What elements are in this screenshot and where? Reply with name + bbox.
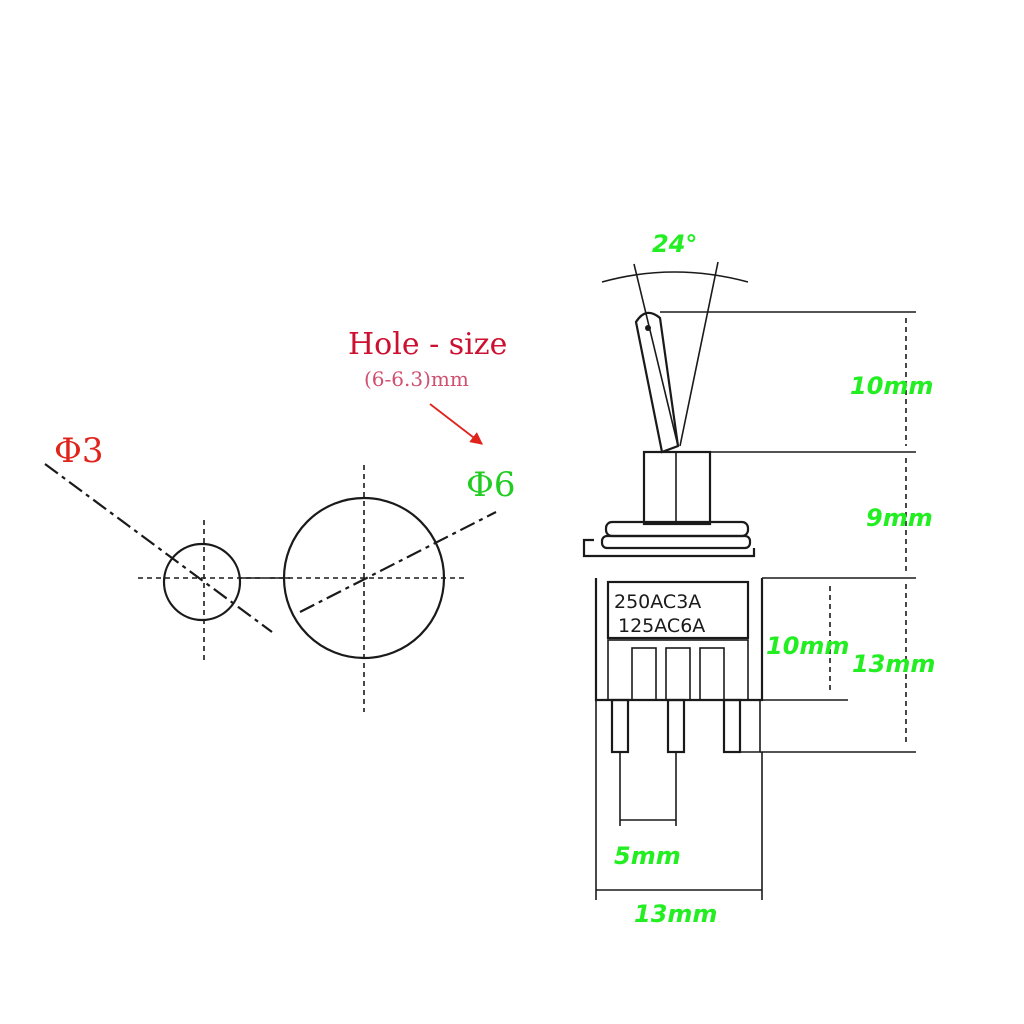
rating-line-2: 125AC6A — [618, 615, 705, 637]
angle-label: 24° — [652, 230, 697, 258]
pin-housing-slot-1 — [631, 647, 657, 701]
angle-arc — [601, 271, 749, 283]
pin-housing-slot-2 — [665, 647, 691, 701]
large-hole-leader — [299, 511, 497, 613]
hole-diagrams — [44, 463, 497, 712]
body-height-label: 10mm — [766, 632, 849, 660]
lever — [634, 311, 680, 454]
small-hole-leader — [44, 463, 273, 633]
pin-3-bracket — [740, 700, 761, 753]
hole-size-title: Hole - size — [348, 327, 507, 362]
lever-pivot-dot — [645, 325, 651, 331]
bushing — [642, 450, 712, 526]
large-hole-circle — [282, 496, 446, 660]
hole-size-subtitle: (6-6.3)mm — [364, 367, 469, 391]
pin-1 — [610, 698, 630, 754]
pin-2 — [666, 698, 686, 754]
nut-lower — [600, 534, 752, 550]
large-hole-label: Φ6 — [466, 465, 516, 505]
small-hole-circle — [162, 542, 242, 622]
small-hole-label: Φ3 — [54, 431, 104, 471]
switch-body-panel — [606, 580, 750, 640]
arrow-pointer-icon — [429, 403, 483, 445]
lever-height-label: 10mm — [850, 372, 933, 400]
pin-spacing-label: 5mm — [614, 842, 681, 870]
body-width-label: 13mm — [634, 900, 717, 928]
toggle-switch: 250AC3A 125AC6A — [582, 261, 764, 754]
pin-3 — [722, 698, 742, 754]
angle-guide-left — [633, 263, 679, 447]
bushing-height-label: 9mm — [866, 504, 933, 532]
dimension-lines — [595, 311, 916, 900]
washer-tab — [582, 538, 756, 558]
rating-line-1: 250AC3A — [614, 591, 701, 613]
angle-guide-right — [679, 261, 719, 447]
pin-housing-slot-3 — [699, 647, 725, 701]
pin-body-height-label: 13mm — [852, 650, 935, 678]
pin-housing — [607, 639, 749, 701]
